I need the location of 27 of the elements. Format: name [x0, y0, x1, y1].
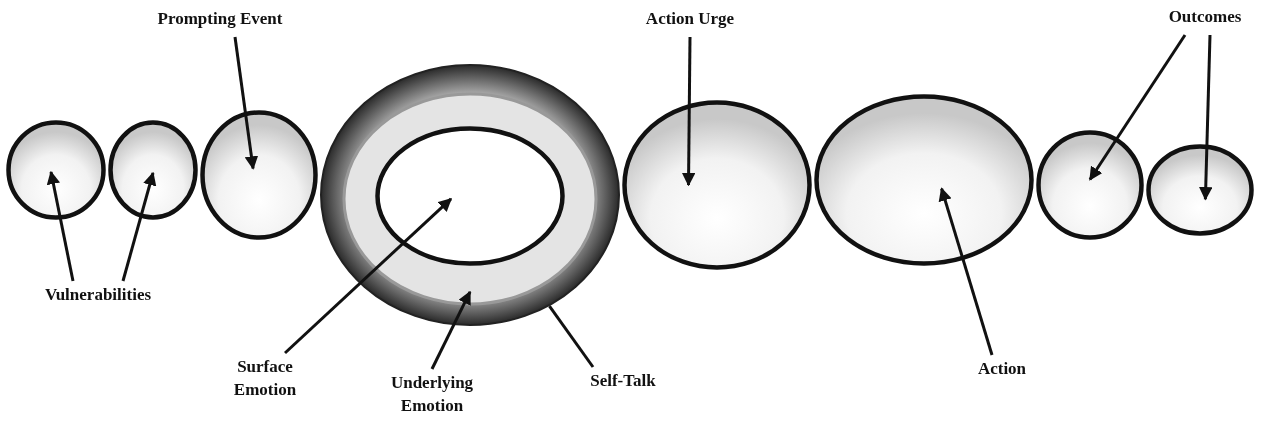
ellipse-shape — [375, 126, 565, 266]
callout-label: Outcomes — [1160, 6, 1250, 32]
callout-label: Prompting Event — [135, 8, 305, 34]
ring-shape — [320, 64, 620, 326]
callout-label: Action — [962, 358, 1042, 384]
ellipse-shape — [622, 100, 812, 270]
arrow — [1088, 34, 1187, 181]
arrow — [1199, 34, 1213, 201]
ellipse-shape — [814, 94, 1034, 266]
callout-label: Action Urge — [620, 8, 760, 34]
arrow — [430, 290, 472, 370]
arrow — [283, 197, 453, 355]
callout-label: Surface Emotion — [220, 356, 310, 410]
arrow — [681, 37, 696, 187]
leader-line — [548, 305, 595, 368]
arrow — [121, 171, 157, 282]
callout-label: Underlying Emotion — [370, 372, 494, 426]
ellipse-shape — [1146, 144, 1254, 236]
ellipse-shape — [1036, 130, 1144, 240]
callout-label: Vulnerabilities — [18, 284, 178, 310]
callout-label: Self-Talk — [578, 370, 668, 396]
ellipse-shape — [6, 120, 106, 220]
ellipse-shape — [200, 110, 318, 240]
arrow — [233, 36, 259, 170]
arrow — [938, 187, 994, 356]
arrow — [46, 170, 75, 282]
ellipse-shape — [108, 120, 198, 220]
